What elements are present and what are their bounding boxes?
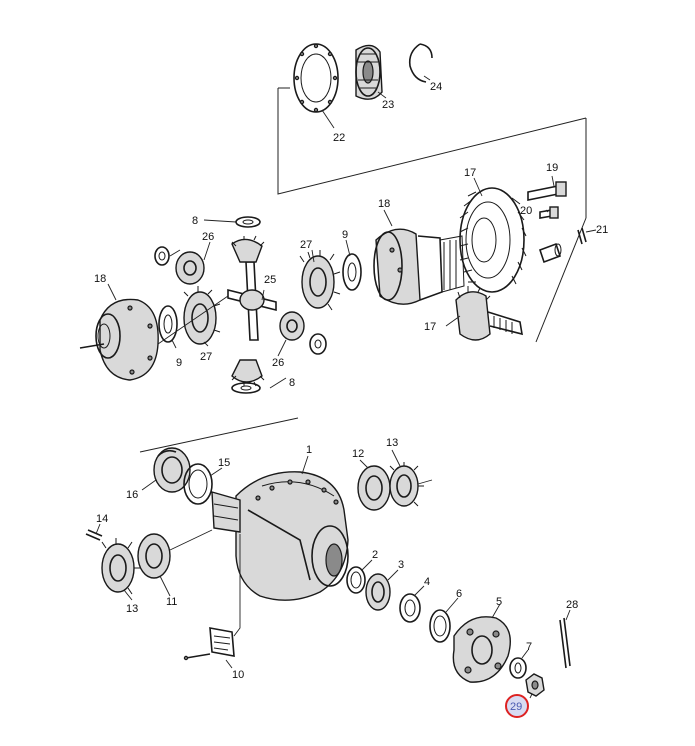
spider-shaft-25[interactable] — [227, 261, 277, 341]
callout-20: 20 — [520, 205, 532, 217]
callout-9-left: 9 — [176, 357, 182, 369]
bolt-19[interactable] — [527, 181, 567, 201]
seal-6[interactable] — [429, 609, 451, 643]
callout-14: 14 — [96, 513, 108, 525]
pinion-gear-26-top[interactable] — [231, 235, 265, 263]
middle-group: 19 20 21 17 17 18 18 8 8 26 26 27 27 9 9… — [79, 162, 608, 394]
spacer-4[interactable] — [399, 593, 421, 623]
pin-21[interactable] — [577, 227, 587, 245]
side-gear-27-right[interactable] — [299, 250, 341, 311]
washer-8-right[interactable] — [309, 333, 327, 355]
callout-29: 29 — [510, 701, 522, 713]
callout-7: 7 — [526, 641, 532, 653]
seal-15[interactable] — [183, 463, 213, 505]
cotter-pin-28[interactable] — [559, 617, 571, 669]
callout-4: 4 — [424, 576, 430, 588]
dowel — [538, 242, 562, 264]
callout-12: 12 — [352, 448, 364, 460]
callout-18-right: 18 — [378, 198, 390, 210]
flange-yoke-5[interactable] — [452, 616, 511, 683]
callout-28: 28 — [566, 599, 578, 611]
callout-21: 21 — [596, 224, 608, 236]
callout-8-top: 8 — [192, 215, 198, 227]
callout-23: 23 — [382, 99, 394, 111]
bearing-11[interactable] — [137, 533, 171, 579]
adjuster-nut-13-right[interactable] — [389, 462, 424, 507]
callout-9-right: 9 — [342, 229, 348, 241]
thrust-washer-9-left[interactable] — [158, 305, 178, 343]
side-gear-27-left[interactable] — [183, 286, 221, 345]
top-group: 22 23 24 — [277, 43, 587, 195]
washer-8-bottom[interactable] — [231, 382, 261, 394]
callout-26-top: 26 — [202, 231, 214, 243]
callout-13-right: 13 — [386, 437, 398, 449]
bearing-3[interactable] — [365, 573, 391, 611]
callout-27-right: 27 — [300, 239, 312, 251]
pinion-gear-26-right[interactable] — [279, 311, 305, 341]
ring-gear-17[interactable] — [459, 187, 527, 293]
bearing-16[interactable] — [153, 447, 191, 493]
callout-10: 10 — [232, 669, 244, 681]
pinion-gear-17[interactable] — [455, 286, 523, 341]
thrust-washer-9-right[interactable] — [342, 253, 362, 291]
id-plate-10[interactable] — [183, 627, 235, 661]
callout-26-bottom: 26 — [272, 357, 284, 369]
callout-17-top: 17 — [464, 167, 476, 179]
adjuster-nut-13-left[interactable] — [101, 538, 140, 595]
callout-11: 11 — [166, 596, 177, 608]
callout-27-left: 27 — [200, 351, 212, 363]
washer-7[interactable] — [509, 657, 527, 679]
callout-15: 15 — [218, 457, 230, 469]
pin-14[interactable] — [85, 529, 103, 541]
callout-17-bottom: 17 — [424, 321, 436, 333]
callout-6: 6 — [456, 588, 462, 600]
bearing-12[interactable] — [357, 465, 391, 511]
pinion-gear-26-bottom[interactable] — [231, 359, 265, 387]
axle-housing-1[interactable] — [211, 471, 349, 601]
pinion-gear-26-left[interactable] — [175, 251, 205, 285]
washer-8-top[interactable] — [235, 216, 261, 228]
castle-nut-29[interactable] — [525, 673, 545, 697]
callout-18-left: 18 — [94, 273, 106, 285]
callout-8-bottom: 8 — [289, 377, 295, 389]
bolt-20[interactable] — [539, 206, 559, 219]
callout-2: 2 — [372, 549, 378, 561]
callout-22: 22 — [333, 132, 345, 144]
diff-case-18-left[interactable] — [79, 298, 159, 381]
callout-25: 25 — [264, 274, 276, 286]
callout-13-left: 13 — [126, 603, 138, 615]
callout-1: 1 — [306, 444, 312, 456]
callout-29-highlight[interactable]: 29 — [505, 694, 529, 718]
diff-case-18-right[interactable] — [373, 228, 465, 305]
callout-19: 19 — [546, 162, 558, 174]
bearing-race-2[interactable] — [346, 566, 366, 594]
callout-5: 5 — [496, 596, 502, 608]
bottom-group: 1 2 3 4 5 6 7 10 11 12 13 13 14 15 16 28… — [85, 417, 578, 718]
callout-24: 24 — [430, 81, 442, 93]
callout-16: 16 — [126, 489, 138, 501]
callout-3: 3 — [398, 559, 404, 571]
bearing-23[interactable] — [355, 44, 383, 100]
snap-ring-24[interactable] — [408, 43, 433, 83]
washer-8-left[interactable] — [154, 246, 170, 266]
gasket-22[interactable] — [293, 43, 339, 113]
